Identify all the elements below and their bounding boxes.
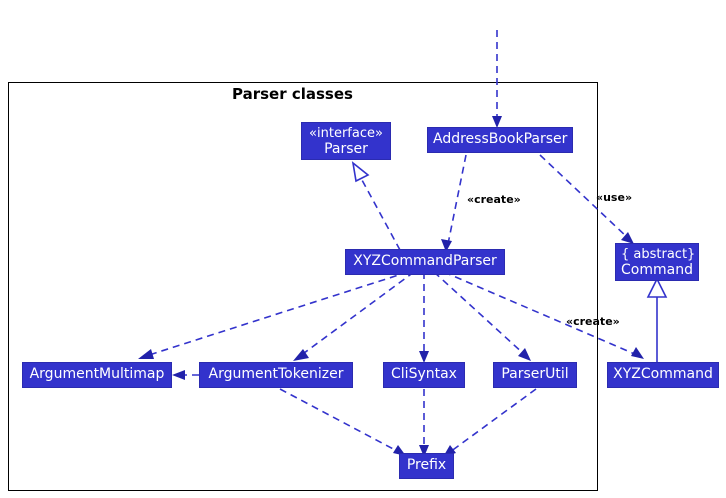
class-box-addressbookparser[interactable]: AddressBookParser — [427, 127, 573, 153]
class-name: XYZCommand — [613, 366, 713, 382]
edge-xyzcommand-extends-command — [646, 277, 668, 362]
edge-argumenttokenizer-to-prefix — [279, 388, 406, 456]
class-box-xyzcommandparser[interactable]: XYZCommandParser — [345, 249, 505, 275]
class-box-prefix[interactable]: Prefix — [399, 453, 454, 479]
package-frame — [8, 82, 598, 491]
class-stereotype: «interface» — [309, 126, 383, 141]
edge-label-create-xyzcommand: «create» — [566, 315, 620, 328]
edge-argumenttokenizer-to-argumentmultimap — [172, 370, 199, 380]
edge-external-to-addressbookparser — [492, 30, 502, 128]
edge-xyzcommandparser-to-clisyntax — [419, 272, 429, 363]
edge-addressbookparser-creates-xyzcommandparser — [441, 154, 467, 252]
edge-xyzcommandparser-to-argumenttokenizer — [293, 271, 415, 361]
class-name: CliSyntax — [391, 366, 457, 382]
edge-label-use-command: «use» — [596, 191, 633, 204]
class-box-xyzcommand[interactable]: XYZCommand — [607, 362, 719, 388]
package-frame-title: Parser classes — [232, 85, 353, 103]
class-name: Prefix — [406, 457, 447, 473]
class-name: AddressBookParser — [433, 131, 568, 147]
class-name: XYZCommandParser — [353, 253, 497, 269]
class-box-argumentmultimap[interactable]: ArgumentMultimap — [22, 362, 172, 388]
class-box-command[interactable]: { abstract} Command — [615, 243, 699, 281]
class-name: Parser — [324, 141, 368, 157]
class-name: ParserUtil — [501, 366, 569, 382]
class-box-parser[interactable]: «interface» Parser — [301, 122, 391, 160]
class-name: Command — [621, 262, 693, 278]
class-box-argumenttokenizer[interactable]: ArgumentTokenizer — [199, 362, 353, 388]
edge-parserutil-to-prefix — [443, 388, 537, 457]
edge-label-create-xyzcommandparser: «create» — [467, 193, 521, 206]
edge-clisyntax-to-prefix — [419, 389, 429, 457]
edge-xyzcommandparser-to-argumentmultimap — [138, 271, 409, 359]
class-box-clisyntax[interactable]: CliSyntax — [383, 362, 465, 388]
edge-addressbookparser-uses-command — [539, 154, 634, 244]
edge-xyzcommandparser-realizes-parser — [351, 161, 401, 251]
class-stereotype: { abstract} — [621, 247, 696, 262]
edge-xyzcommandparser-creates-xyzcommand — [443, 271, 644, 359]
class-name: ArgumentTokenizer — [208, 366, 344, 382]
edge-xyzcommandparser-to-parserutil — [433, 271, 531, 361]
class-name: ArgumentMultimap — [29, 366, 165, 382]
class-box-parserutil[interactable]: ParserUtil — [493, 362, 577, 388]
